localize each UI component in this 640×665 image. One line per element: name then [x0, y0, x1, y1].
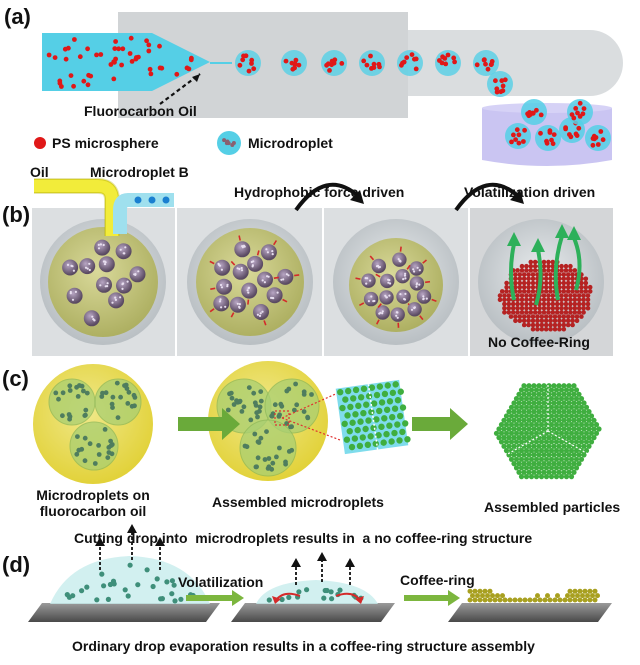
beads-compact: [355, 246, 437, 328]
outlet-tube: [408, 30, 623, 96]
inlet-ps-microspheres: [46, 35, 194, 89]
vapor-arrows: [509, 235, 582, 306]
beads-hydrophobic: [209, 235, 300, 326]
substrate-1: [28, 603, 220, 622]
panel-b: [32, 178, 613, 356]
inlet-fluid: [42, 33, 210, 91]
panel-d: [28, 524, 612, 622]
microdroplet-b-tube: [113, 193, 174, 234]
volatilization-driven-label: Volatilization driven: [464, 184, 596, 200]
panel-b-label: (b): [2, 202, 31, 227]
fluorocarbon-oil-label: Fluorocarbon Oil: [84, 103, 197, 119]
beads-initial: [62, 239, 146, 327]
hydrophobic-force-label: Hydrophobic force driven: [234, 184, 405, 200]
assembled-particles-caption: Assembled particles: [484, 499, 621, 515]
green-arrow-1: [178, 408, 240, 440]
separate-microdroplets: [48, 378, 142, 471]
assembled-particle-hexagon: [493, 383, 602, 480]
panel-a-channel: [34, 12, 623, 166]
curved-arrow-2: [454, 182, 520, 212]
green-arrow-d1: [186, 590, 244, 606]
panel-c-label: (c): [2, 366, 29, 391]
microdroplets-on-oil-caption: Microdroplets on fluorocarbon oil: [36, 487, 150, 519]
substrate-2: [231, 603, 395, 622]
legend-ps-label: PS microsphere: [52, 135, 159, 151]
panel-d-label: (d): [2, 552, 31, 577]
panel-d-summary: Ordinary drop evaporation results in a c…: [72, 638, 535, 654]
coffee-ring-label: Coffee-ring: [400, 572, 475, 588]
legend-ps-marker: [34, 137, 46, 149]
panel-c: [33, 361, 602, 484]
oil-label: Oil: [30, 164, 49, 180]
oil-pointer-head: [192, 74, 200, 82]
green-arrow-2: [412, 408, 468, 440]
panel-c-summary: Cutting drop into microdroplets results …: [74, 530, 533, 546]
microdroplet-b-label: Microdroplet B: [90, 164, 189, 180]
curved-arrow-1: [294, 182, 360, 212]
assembled-microdroplets-caption: Assembled microdroplets: [212, 494, 384, 510]
coffee-ring-deposit: [467, 588, 600, 603]
no-coffee-ring-label: No Coffee-Ring: [488, 334, 590, 350]
droplet-train: [235, 50, 513, 97]
panel-a-label: (a): [4, 4, 31, 29]
green-arrow-d2: [404, 590, 460, 606]
collected-microdroplets: [505, 99, 611, 151]
volatilization-label: Volatilization: [178, 574, 264, 590]
zoom-inset: [335, 379, 411, 455]
legend-droplet-label: Microdroplet: [248, 135, 333, 151]
substrate-3: [448, 603, 612, 622]
oil-pointer-line: [159, 73, 201, 105]
